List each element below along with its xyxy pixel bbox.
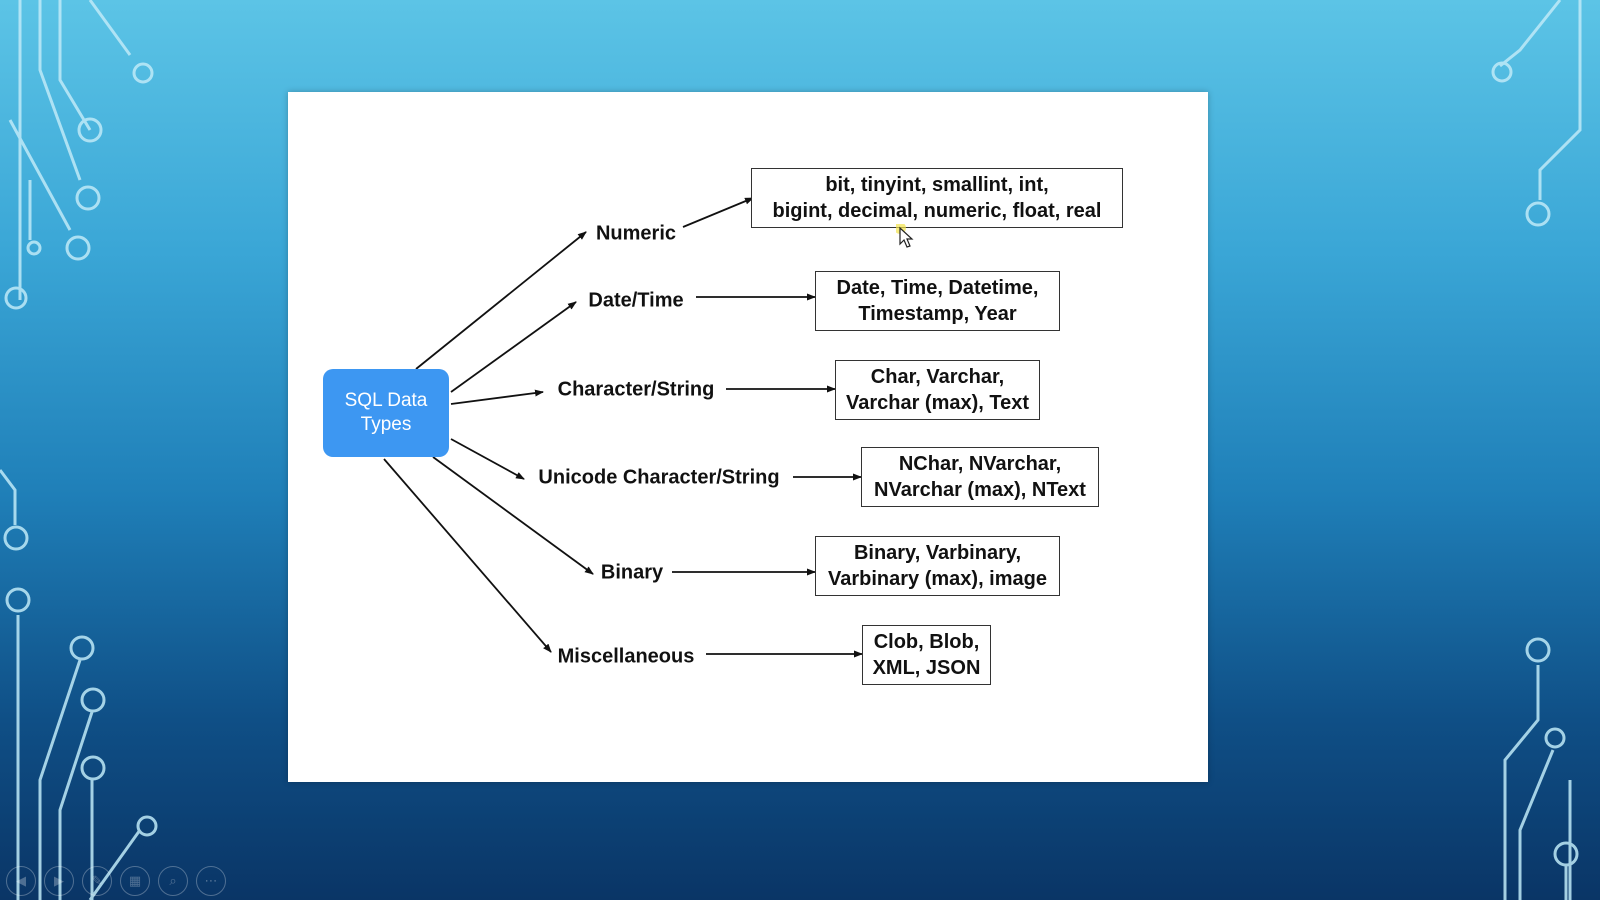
arrow-root-numeric: [415, 231, 587, 370]
arrow-root-character: [450, 389, 544, 405]
root-node-sql-data-types: SQL Data Types: [323, 369, 449, 457]
arrow-root-unicode: [450, 438, 525, 480]
arrow-root-binary: [432, 456, 594, 575]
pen-button[interactable]: ✎: [82, 866, 112, 896]
types-box-character-string: Char, Varchar, Varchar (max), Text: [835, 360, 1040, 420]
mouse-cursor-icon: [896, 224, 914, 248]
presentation-controls: ◀ ▶ ✎ ▦ ⌕ ⋯: [6, 866, 226, 896]
slide: SQL Data Types Numeric Date/Time Charact…: [288, 92, 1208, 782]
previous-slide-icon: ◀: [16, 873, 26, 889]
types-unicode: NChar, NVarchar, NVarchar (max), NText: [874, 453, 1086, 501]
category-binary: Binary: [600, 561, 664, 584]
next-slide-button[interactable]: ▶: [44, 866, 74, 896]
types-miscellaneous: Clob, Blob, XML, JSON: [872, 631, 981, 679]
types-box-miscellaneous: Clob, Blob, XML, JSON: [862, 625, 991, 685]
types-numeric: bit, tinyint, smallint, int, bigint, dec…: [772, 174, 1102, 222]
pen-icon: ✎: [91, 873, 103, 889]
category-unicode-character-string: Unicode Character/String: [538, 466, 780, 489]
next-slide-icon: ▶: [54, 873, 64, 889]
types-character-string: Char, Varchar, Varchar (max), Text: [845, 366, 1030, 414]
types-box-binary: Binary, Varbinary, Varbinary (max), imag…: [815, 536, 1060, 596]
types-box-datetime: Date, Time, Datetime, Timestamp, Year: [815, 271, 1060, 331]
diagram-connectors: [383, 197, 863, 658]
types-binary: Binary, Varbinary, Varbinary (max), imag…: [828, 542, 1047, 590]
previous-slide-button[interactable]: ◀: [6, 866, 36, 896]
category-character-string: Character/String: [557, 378, 715, 401]
more-options-button[interactable]: ⋯: [196, 866, 226, 896]
slides-grid-icon: ▦: [128, 873, 142, 889]
more-options-icon: ⋯: [204, 873, 218, 889]
arrow-root-misc: [383, 458, 552, 653]
arrow-numeric-types: [682, 197, 754, 228]
types-datetime: Date, Time, Datetime, Timestamp, Year: [836, 277, 1039, 325]
types-box-unicode: NChar, NVarchar, NVarchar (max), NText: [861, 447, 1099, 507]
root-node-label: SQL Data Types: [344, 390, 428, 435]
category-datetime: Date/Time: [588, 289, 684, 312]
types-box-numeric: bit, tinyint, smallint, int, bigint, dec…: [751, 168, 1123, 228]
arrow-root-datetime: [450, 301, 577, 393]
category-miscellaneous: Miscellaneous: [557, 645, 695, 668]
zoom-button[interactable]: ⌕: [158, 866, 188, 896]
category-numeric: Numeric: [595, 222, 677, 245]
slides-grid-button[interactable]: ▦: [120, 866, 150, 896]
zoom-icon: ⌕: [169, 873, 177, 889]
